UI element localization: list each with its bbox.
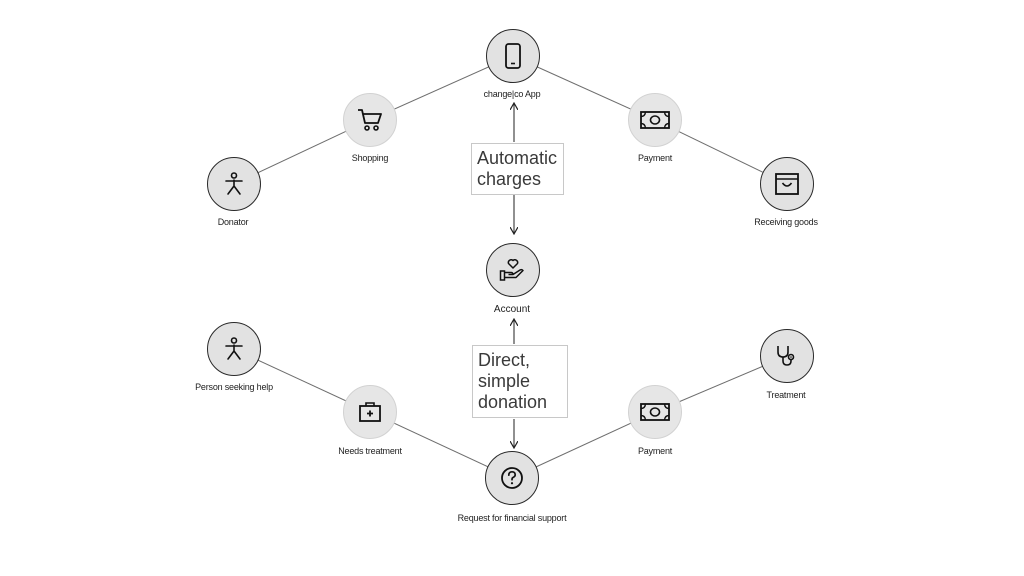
callout-automatic-charges: Automatic charges <box>471 143 564 195</box>
node-person-seeking-help <box>207 322 261 376</box>
node-label-payment-bottom: Payment <box>637 446 673 456</box>
stethoscope-icon <box>775 344 799 368</box>
node-label-shopping: Shopping <box>351 153 389 163</box>
node-label-receiving-goods: Receiving goods <box>754 217 818 227</box>
hand-heart-icon <box>499 259 527 281</box>
node-label-needs-treatment: Needs treatment <box>338 446 402 456</box>
shopping-cart-icon <box>357 108 383 132</box>
node-payment-top <box>628 93 682 147</box>
node-label-treatment: Treatment <box>766 390 806 400</box>
node-request-financial-support <box>485 451 539 505</box>
person-icon <box>223 172 245 196</box>
banknote-icon <box>640 110 670 130</box>
shopping-bag-icon <box>774 172 800 196</box>
node-label-app: change|co App <box>483 89 541 99</box>
node-label-donator: Donator <box>217 217 249 227</box>
node-donator <box>207 157 261 211</box>
node-label-payment-top: Payment <box>637 153 673 163</box>
question-circle-icon <box>500 466 524 490</box>
node-shopping <box>343 93 397 147</box>
node-label-request: Request for financial support <box>457 513 567 523</box>
node-label-account: Account <box>493 304 531 315</box>
node-app <box>486 29 540 83</box>
node-label-person-seeking-help: Person seeking help <box>195 382 273 392</box>
callout-direct-donation: Direct, simple donation <box>472 345 568 418</box>
node-treatment <box>760 329 814 383</box>
node-account <box>486 243 540 297</box>
banknote-icon <box>640 402 670 422</box>
first-aid-kit-icon <box>358 401 382 423</box>
node-needs-treatment <box>343 385 397 439</box>
smartphone-icon <box>502 43 524 69</box>
person-icon <box>223 337 245 361</box>
node-receiving-goods <box>760 157 814 211</box>
node-payment-bottom <box>628 385 682 439</box>
